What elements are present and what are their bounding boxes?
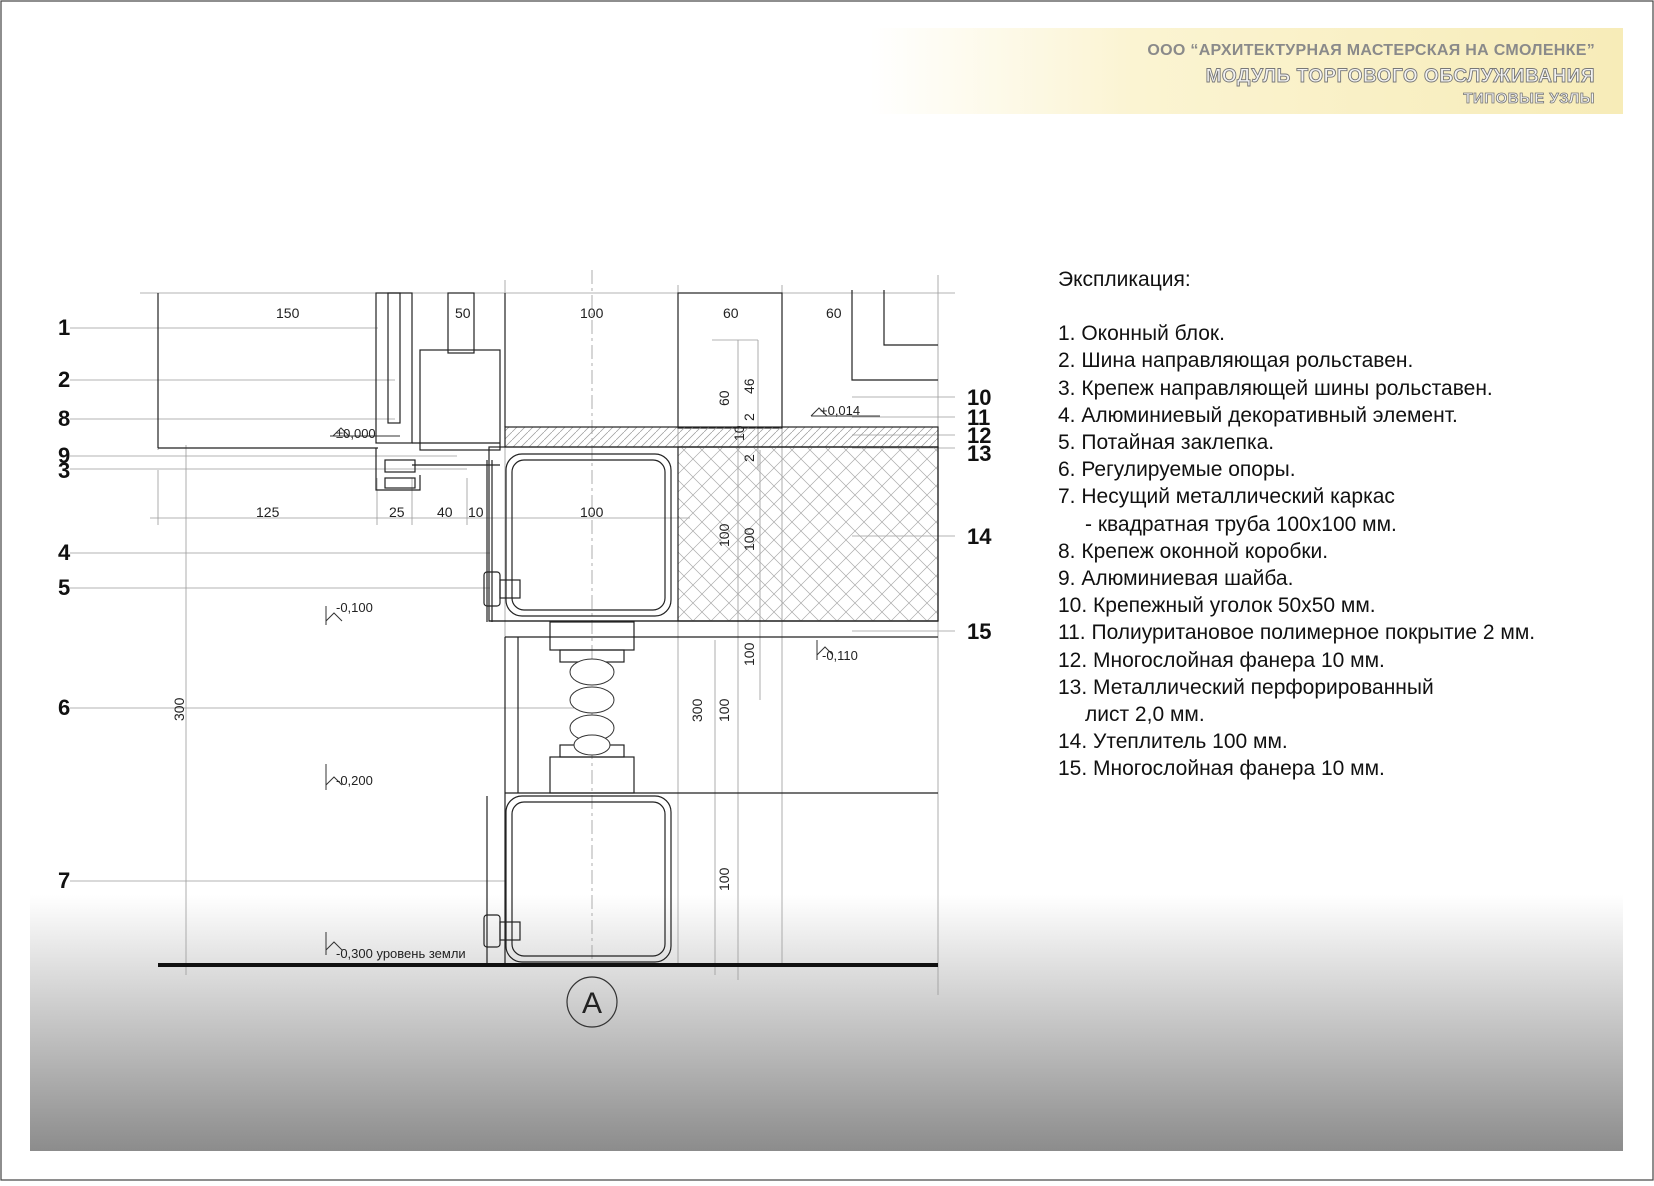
legend-item: 13. Металлический перфорированный: [1058, 675, 1434, 699]
callout-4: 4: [58, 540, 71, 565]
legend-item: 15. Многослойная фанера 10 мм.: [1058, 757, 1385, 781]
legend-item: 1. Оконный блок.: [1058, 322, 1225, 346]
dim-v-100c: 100: [741, 642, 757, 666]
level-ground: -0,300 уровень земли: [336, 946, 466, 961]
sheet-name: ТИПОВЫЕ УЗЛЫ: [1463, 90, 1595, 108]
dim-v-46: 46: [741, 378, 757, 394]
callout-12: 12: [967, 423, 991, 448]
bottom-gradient: [30, 895, 1623, 1151]
legend-item: 14. Утеплитель 100 мм.: [1058, 730, 1288, 754]
level-plus-014: +0,014: [820, 403, 860, 418]
callout-5: 5: [58, 575, 70, 600]
support-thread: [569, 658, 615, 756]
dim-top-100: 100: [580, 305, 604, 321]
level-minus-200: -0,200: [336, 773, 373, 788]
legend-item-continuation: - квадратная труба 100х100 мм.: [1085, 512, 1397, 536]
legend-item: 5. Потайная заклепка.: [1058, 431, 1275, 455]
callout-9: 9: [58, 443, 70, 468]
callout-10: 10: [967, 385, 991, 410]
dim-top-60a: 60: [723, 305, 739, 321]
legend-item: 7. Несущий металлический каркас: [1058, 485, 1395, 509]
dim-v-2b: 2: [741, 454, 757, 462]
callout-14: 14: [967, 524, 992, 549]
project-name: МОДУЛЬ ТОРГОВОГО ОБСЛУЖИВАНИЯ: [1205, 66, 1595, 88]
axis-label: А: [582, 987, 602, 1020]
callout-1: 1: [58, 315, 70, 340]
dim-v-100d: 100: [716, 698, 732, 722]
dim-top-60b: 60: [826, 305, 842, 321]
callout-7: 7: [58, 868, 70, 893]
dim-v-10: 10: [731, 425, 747, 441]
dim-v-300a: 300: [689, 698, 705, 722]
company-name: ООО “АРХИТЕКТУРНАЯ МАСТЕРСКАЯ НА СМОЛЕНК…: [1147, 42, 1595, 59]
title-block: ООО “АРХИТЕКТУРНАЯ МАСТЕРСКАЯ НА СМОЛЕНК…: [870, 28, 1623, 114]
dim-top-150: 150: [276, 305, 300, 321]
dim-v-300b: 300: [171, 697, 187, 721]
dim-low-25: 25: [389, 504, 405, 520]
dim-v-100e: 100: [716, 867, 732, 891]
legend-title: Экспликация:: [1058, 268, 1191, 291]
dim-low-125: 125: [256, 504, 280, 520]
legend-list: 1. Оконный блок. 2. Шина направляющая рол…: [1058, 320, 1535, 782]
dim-low-100: 100: [580, 504, 604, 520]
legend-item: 10. Крепежный уголок 50х50 мм.: [1058, 594, 1376, 618]
legend-item: 11. Полиуританoвое полимерное покрытие 2…: [1058, 621, 1536, 645]
dim-v-60: 60: [716, 390, 732, 406]
legend-item: 12. Многослойная фанера 10 мм.: [1058, 648, 1385, 672]
legend-item: 4. Алюминиевый декоративный элемент.: [1058, 403, 1458, 427]
callout-11: 11: [967, 405, 990, 430]
callout-8: 8: [58, 406, 70, 431]
legend-item: 2. Шина направляющая рольставен.: [1058, 349, 1414, 373]
legend-item-continuation: лист 2,0 мм.: [1085, 703, 1205, 727]
level-minus-100: -0,100: [336, 600, 373, 615]
legend-item: 8. Крепеж оконной коробки.: [1058, 539, 1329, 563]
dim-v-100a: 100: [716, 523, 732, 547]
dim-v-2a: 2: [741, 413, 757, 421]
dim-v-100b: 100: [741, 527, 757, 551]
callout-15: 15: [967, 619, 991, 644]
dim-low-40: 40: [437, 504, 453, 520]
dim-top-50: 50: [455, 305, 471, 321]
dimension-lines: [70, 270, 955, 995]
callout-3: 3: [58, 458, 70, 483]
callout-13: 13: [967, 441, 991, 466]
legend-item: 6. Регулируемые опоры.: [1058, 458, 1296, 482]
dim-low-10: 10: [468, 504, 484, 520]
legend: Экспликация: 1. Оконный блок. 2. Шина нап…: [1058, 266, 1535, 783]
callout-2: 2: [58, 367, 70, 392]
construction-lines: [157, 290, 939, 965]
axis-marker: А: [566, 976, 618, 1028]
legend-item: 9. Алюминиевая шайба.: [1058, 567, 1294, 591]
level-minus-110: -0,110: [822, 648, 858, 663]
level-zero: ±0,000: [336, 426, 376, 441]
legend-item: 3. Крепеж направляющей шины рольставен.: [1058, 376, 1493, 400]
callout-6: 6: [58, 695, 70, 720]
